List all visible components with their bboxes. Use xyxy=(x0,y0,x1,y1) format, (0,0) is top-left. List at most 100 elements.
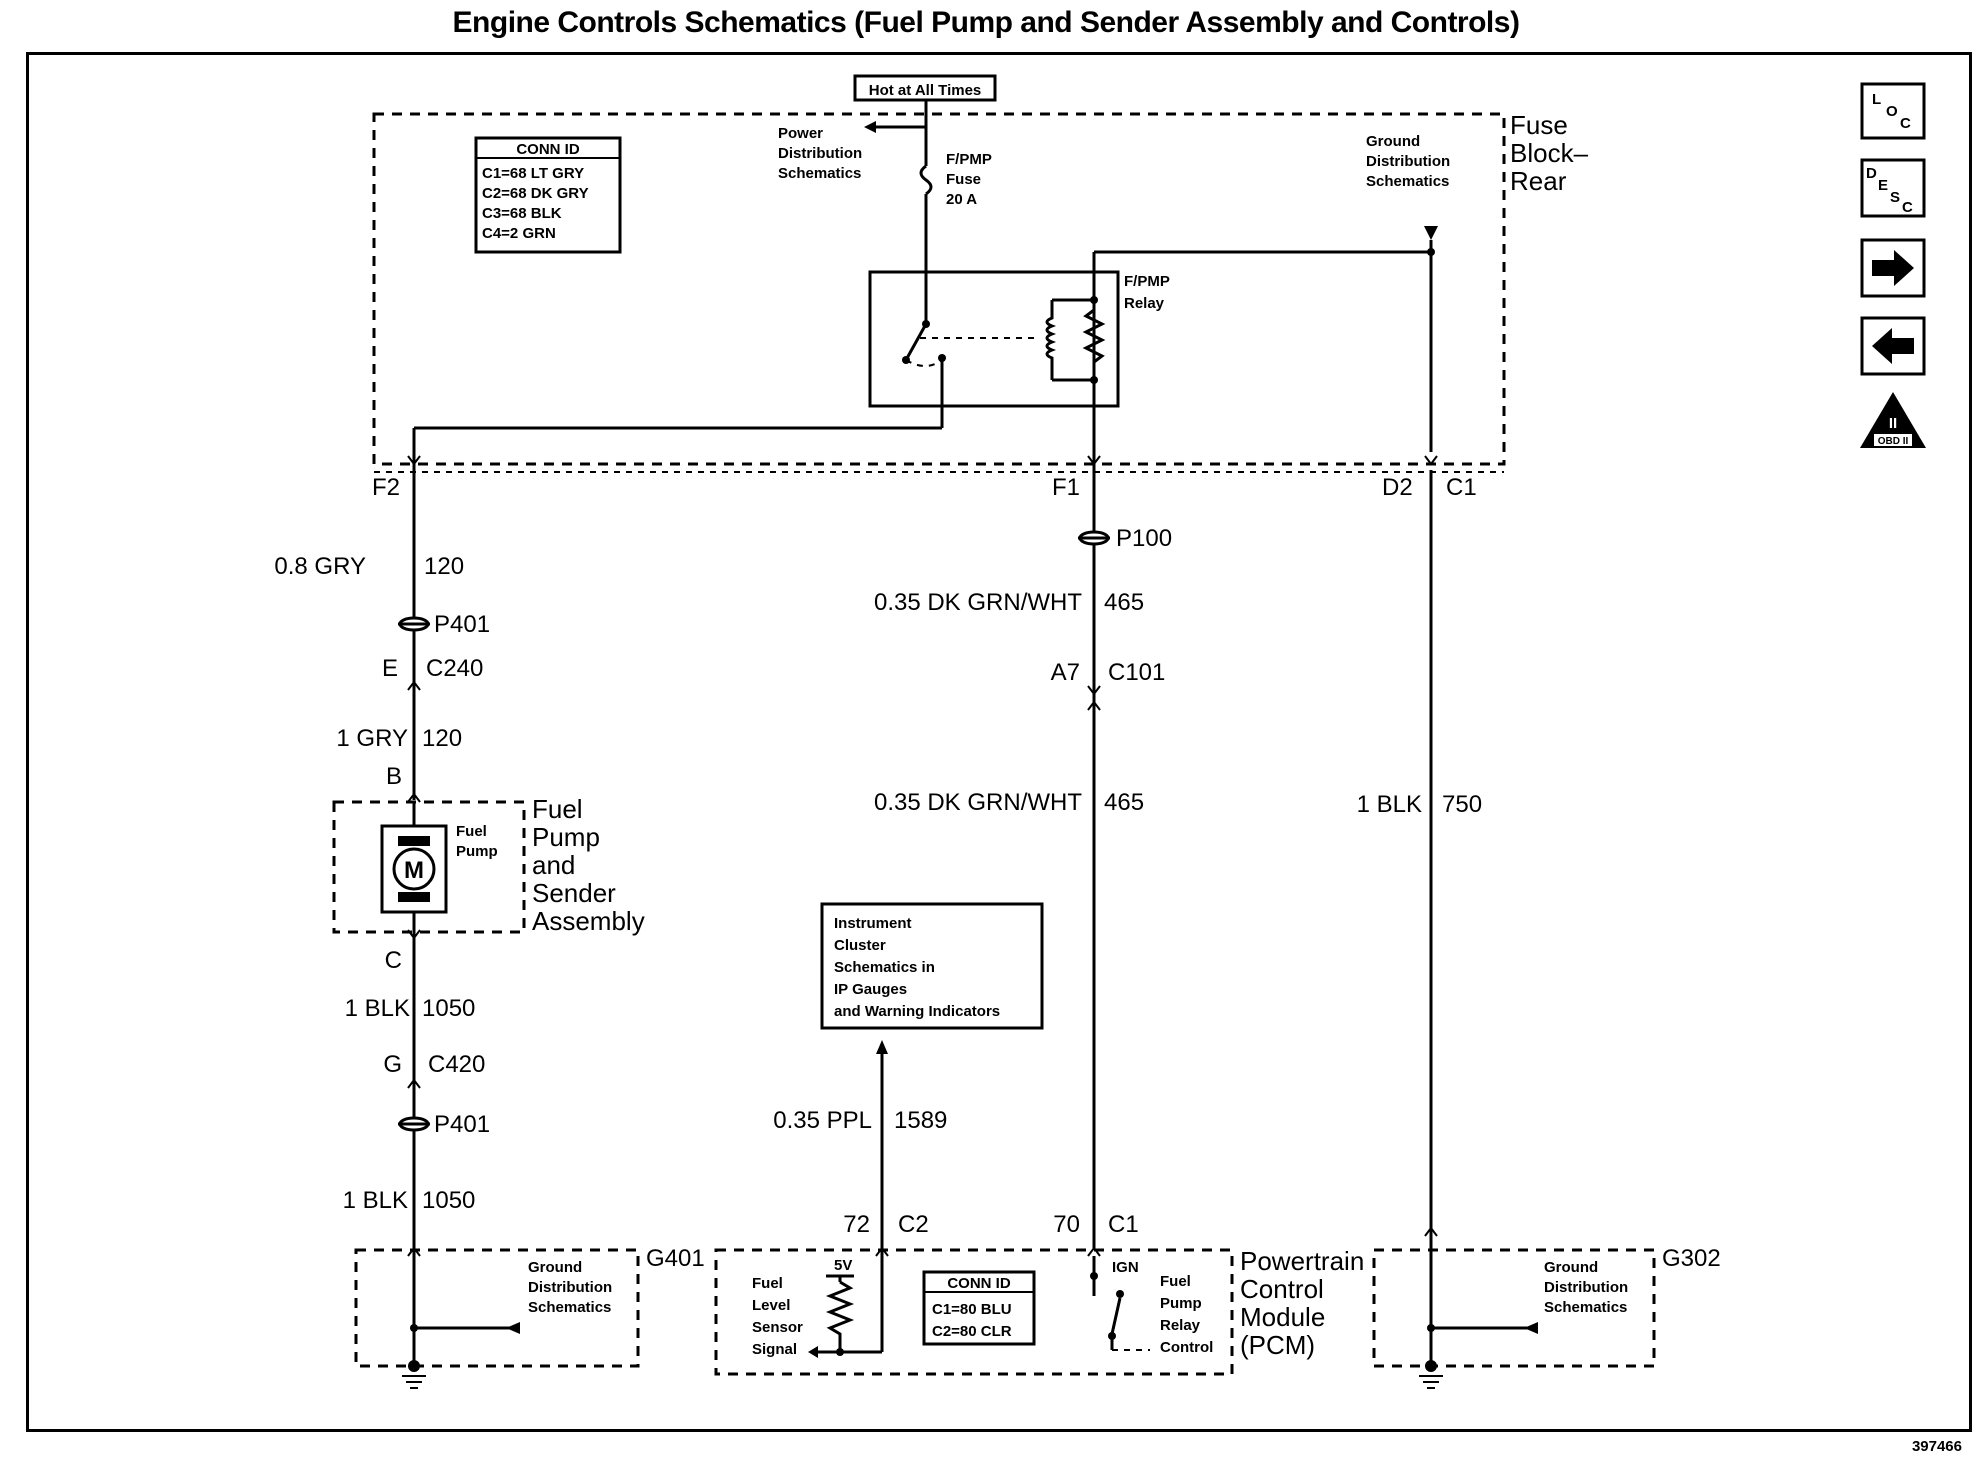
svg-text:C2=80 CLR: C2=80 CLR xyxy=(932,1323,1012,1340)
svg-text:S: S xyxy=(1890,189,1900,206)
next-button[interactable] xyxy=(1860,238,1926,298)
fpmp-fuse: F/PMP Fuse 20 A xyxy=(919,100,992,272)
svg-text:C: C xyxy=(1902,199,1913,216)
svg-text:C1=68 LT GRY: C1=68 LT GRY xyxy=(482,165,584,182)
previous-arrow-icon xyxy=(1872,328,1914,364)
svg-text:Cluster: Cluster xyxy=(834,937,886,954)
page-title: Engine Controls Schematics (Fuel Pump an… xyxy=(452,6,1520,39)
svg-text:Fuel: Fuel xyxy=(456,823,487,840)
svg-text:1050: 1050 xyxy=(422,1187,475,1214)
svg-text:and Warning Indicators: and Warning Indicators xyxy=(834,1003,1000,1020)
svg-text:E: E xyxy=(1878,177,1888,194)
svg-text:Level: Level xyxy=(752,1297,790,1314)
pcm-module: 5V Fuel Level Sensor Signal CONN ID C1=8… xyxy=(714,1246,1364,1376)
svg-text:Pump: Pump xyxy=(456,843,498,860)
svg-text:Control: Control xyxy=(1160,1339,1213,1356)
svg-text:E: E xyxy=(382,655,398,682)
svg-text:465: 465 xyxy=(1104,789,1144,816)
fuse-block-label: Fuse Block– Rear xyxy=(1510,110,1589,196)
svg-text:D: D xyxy=(1866,165,1877,182)
circuit-120: 0.8 GRY 120 P401 E C240 1 GRY 120 B xyxy=(274,470,490,803)
ground-distribution-reference-top: Ground Distribution Schematics xyxy=(1092,133,1450,452)
svg-text:F/PMP: F/PMP xyxy=(946,151,992,168)
svg-text:A7: A7 xyxy=(1051,659,1080,686)
svg-text:C: C xyxy=(385,947,402,974)
svg-text:72: 72 xyxy=(843,1211,870,1238)
power-distribution-reference: Power Distribution Schematics xyxy=(778,121,926,182)
svg-text:F/PMP: F/PMP xyxy=(1124,273,1170,290)
svg-text:Distribution: Distribution xyxy=(778,145,862,162)
description-icon: D E S C xyxy=(1866,165,1913,216)
svg-text:OBD II: OBD II xyxy=(1878,436,1909,447)
svg-text:Control: Control xyxy=(1240,1274,1324,1304)
instrument-cluster-reference: Instrument Cluster Schematics in IP Gaug… xyxy=(820,902,1044,1030)
ground-g302: Ground Distribution Schematics G302 xyxy=(1372,1245,1721,1389)
svg-text:Sensor: Sensor xyxy=(752,1319,803,1336)
svg-text:Powertrain: Powertrain xyxy=(1240,1246,1364,1276)
svg-text:Fuse: Fuse xyxy=(1510,110,1568,140)
ground-g401: Ground Distribution Schematics G401 xyxy=(354,1245,705,1389)
previous-button[interactable] xyxy=(1860,316,1926,376)
svg-text:C420: C420 xyxy=(428,1051,485,1078)
svg-text:Fuel: Fuel xyxy=(532,794,583,824)
svg-text:0.35 DK GRN/WHT: 0.35 DK GRN/WHT xyxy=(874,789,1082,816)
description-button[interactable]: D E S C xyxy=(1860,158,1926,218)
svg-text:IP Gauges: IP Gauges xyxy=(834,981,907,998)
svg-text:Relay: Relay xyxy=(1160,1317,1201,1334)
svg-text:0.35 DK GRN/WHT: 0.35 DK GRN/WHT xyxy=(874,589,1082,616)
schematic-frame xyxy=(26,52,1972,1432)
svg-text:Distribution: Distribution xyxy=(528,1279,612,1296)
relay-output-wiring xyxy=(412,406,1096,470)
svg-text:C1: C1 xyxy=(1108,1211,1139,1238)
svg-text:Signal: Signal xyxy=(752,1341,797,1358)
svg-text:Hot at All Times: Hot at All Times xyxy=(869,82,982,99)
circuit-465: P100 0.35 DK GRN/WHT 465 A7 C101 0.35 DK… xyxy=(874,470,1172,1257)
svg-text:IGN: IGN xyxy=(1112,1259,1139,1276)
svg-text:1 BLK: 1 BLK xyxy=(343,1187,408,1214)
svg-text:II: II xyxy=(1889,415,1897,432)
circuit-1589: 0.35 PPL 1589 72 C2 xyxy=(773,1040,947,1352)
svg-text:Relay: Relay xyxy=(1124,295,1165,312)
svg-text:Assembly: Assembly xyxy=(532,906,645,936)
svg-text:0.35 PPL: 0.35 PPL xyxy=(773,1107,872,1134)
svg-text:70: 70 xyxy=(1053,1211,1080,1238)
motor-symbol: M xyxy=(404,857,424,884)
svg-text:C: C xyxy=(1900,115,1911,132)
hot-at-all-times-label: Hot at All Times xyxy=(853,74,997,102)
svg-text:Schematics: Schematics xyxy=(778,165,861,182)
svg-text:C3=68 BLK: C3=68 BLK xyxy=(482,205,562,222)
svg-text:CONN ID: CONN ID xyxy=(947,1275,1011,1292)
location-button[interactable]: L O C xyxy=(1860,82,1926,140)
svg-text:Sender: Sender xyxy=(532,878,616,908)
svg-text:Ground: Ground xyxy=(1366,133,1420,150)
svg-text:5V: 5V xyxy=(834,1257,852,1274)
svg-text:C1=80 BLU: C1=80 BLU xyxy=(932,1301,1012,1318)
svg-text:1589: 1589 xyxy=(894,1107,947,1134)
svg-text:P100: P100 xyxy=(1116,525,1172,552)
svg-text:C101: C101 xyxy=(1108,659,1165,686)
connector-c1-top: C1 xyxy=(1446,474,1477,501)
svg-text:L: L xyxy=(1872,91,1881,108)
pin-f2: F2 xyxy=(372,474,400,501)
pin-f1: F1 xyxy=(1052,474,1080,501)
document-number: 397466 xyxy=(1911,1438,1962,1455)
svg-text:Schematics in: Schematics in xyxy=(834,959,935,976)
svg-text:Fuse: Fuse xyxy=(946,171,981,188)
location-icon: L O C xyxy=(1872,91,1911,132)
svg-text:20 A: 20 A xyxy=(946,191,977,208)
circuit-1050: C 1 BLK 1050 G C420 P401 1 BLK 1050 xyxy=(343,929,490,1364)
svg-text:Instrument: Instrument xyxy=(834,915,912,932)
obd-button[interactable]: II OBD II xyxy=(1860,392,1926,448)
svg-text:Block–: Block– xyxy=(1510,138,1589,168)
svg-text:O: O xyxy=(1886,103,1898,120)
svg-text:750: 750 xyxy=(1442,791,1482,818)
svg-text:Distribution: Distribution xyxy=(1366,153,1450,170)
svg-text:B: B xyxy=(386,763,402,790)
svg-text:Fuel: Fuel xyxy=(752,1275,783,1292)
svg-text:C240: C240 xyxy=(426,655,483,682)
svg-text:Fuel: Fuel xyxy=(1160,1273,1191,1290)
fuel-pump-assembly: M Fuel Pump Fuel Pump and Sender Assembl… xyxy=(332,794,645,936)
circuit-750: 1 BLK 750 xyxy=(1357,470,1482,1364)
svg-text:C2=68 DK GRY: C2=68 DK GRY xyxy=(482,185,589,202)
svg-text:C2: C2 xyxy=(898,1211,929,1238)
